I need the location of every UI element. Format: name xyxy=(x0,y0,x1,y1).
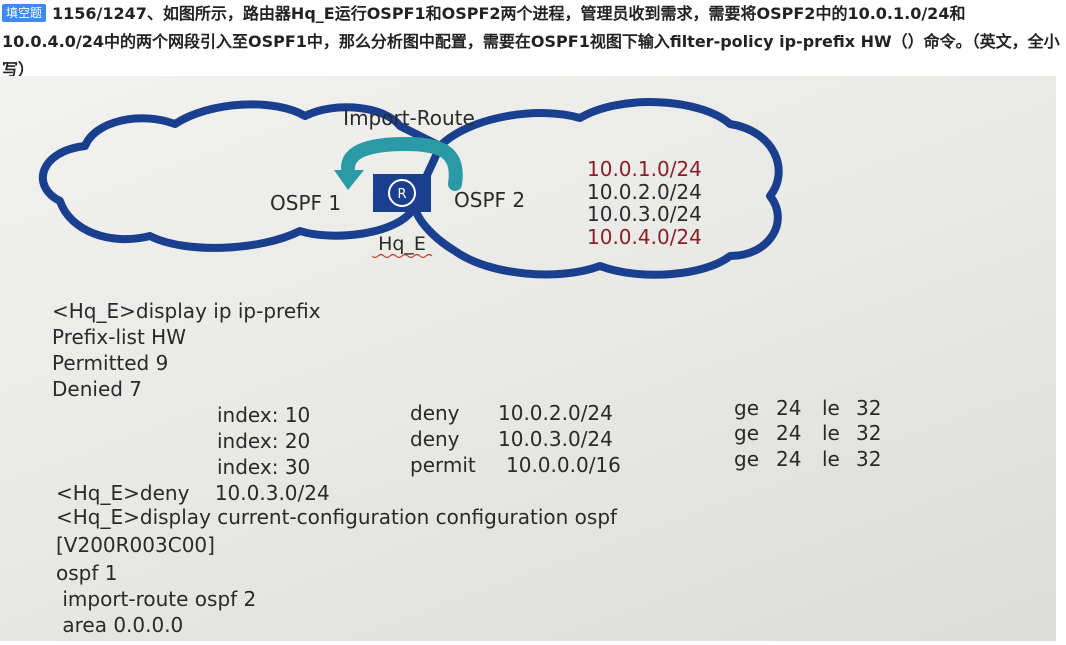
ospf2-cloud xyxy=(411,98,783,279)
cli-line: <Hq_E>deny 10.0.3.0/24 xyxy=(56,481,330,505)
ospf2-label: OSPF 2 xyxy=(454,188,525,212)
cli-line: import-route ospf 2 xyxy=(56,587,257,611)
entry-ge-value: 24 xyxy=(776,447,802,471)
entry-index: index: 20 xyxy=(217,429,311,453)
router-symbol: R xyxy=(397,187,406,202)
entry-ge: ge xyxy=(734,396,759,420)
cli-line: area 0.0.0.0 xyxy=(56,613,184,637)
network-item: 10.0.3.0/24 xyxy=(587,202,702,226)
entry-action: permit xyxy=(410,453,476,477)
question-text: 1156/1247、如图所示，路由器Hq_E运行OSPF1和OSPF2两个进程，… xyxy=(2,4,1060,79)
cli-line: Permitted 9 xyxy=(52,351,169,375)
router-label: Hq_E xyxy=(378,233,426,255)
entry-action: deny xyxy=(410,427,460,451)
cli-line: Denied 7 xyxy=(52,377,143,401)
entry-le-value: 32 xyxy=(856,396,882,420)
entry-ge: ge xyxy=(734,421,759,445)
network-item: 10.0.2.0/24 xyxy=(587,180,702,204)
entry-prefix: 10.0.2.0/24 xyxy=(498,401,613,425)
cli-line: Prefix-list HW xyxy=(52,325,186,349)
entry-index: index: 10 xyxy=(217,403,311,427)
cli-line: [V200R003C00] xyxy=(56,533,215,557)
network-item: 10.0.4.0/24 xyxy=(587,225,702,249)
entry-le: le xyxy=(822,421,840,445)
entry-prefix: 10.0.3.0/24 xyxy=(498,427,613,451)
network-list: 10.0.1.0/24 10.0.2.0/24 10.0.3.0/24 10.0… xyxy=(587,157,702,249)
entry-le: le xyxy=(822,396,840,420)
entry-ge-value: 24 xyxy=(776,396,802,420)
router-label-underline xyxy=(371,253,433,259)
network-item: 10.0.1.0/24 xyxy=(587,157,702,181)
network-diagram: R Import-Route OSPF 1 OSPF 2 Hq_E 10.0.1… xyxy=(38,98,783,279)
entry-ge-value: 24 xyxy=(776,421,802,445)
import-route-arrowhead xyxy=(334,170,364,190)
ospf1-cloud xyxy=(38,100,444,252)
entry-index: index: 30 xyxy=(217,455,311,479)
entry-prefix: 10.0.0.0/16 xyxy=(506,453,621,477)
router-icon: R xyxy=(373,174,431,212)
ospf1-label: OSPF 1 xyxy=(270,191,341,215)
entry-le-value: 32 xyxy=(856,421,882,445)
question-image: R Import-Route OSPF 1 OSPF 2 Hq_E 10.0.1… xyxy=(0,76,1056,641)
import-route-label: Import-Route xyxy=(343,106,475,130)
cli-line: ospf 1 xyxy=(56,561,118,585)
cli-line: <Hq_E>display ip ip-prefix xyxy=(52,299,321,323)
cli-line: <Hq_E>display current-configuration conf… xyxy=(56,505,618,529)
entry-ge: ge xyxy=(734,447,759,471)
question-type-badge: 填空题 xyxy=(2,4,47,22)
entry-le-value: 32 xyxy=(856,447,882,471)
entry-le: le xyxy=(822,447,840,471)
entry-action: deny xyxy=(410,401,460,425)
import-route-arrow xyxy=(341,136,463,191)
